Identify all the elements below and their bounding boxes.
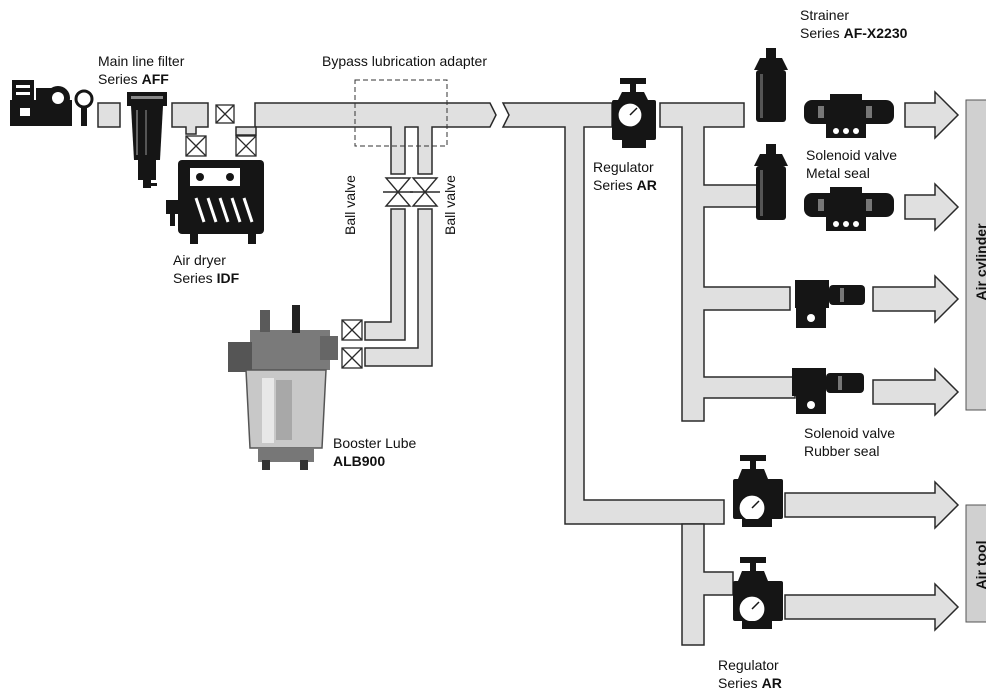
check-valves	[185, 104, 363, 369]
regulator-icon	[733, 455, 783, 527]
booster-model: ALB900	[333, 453, 385, 469]
bypass-adapter-box	[354, 79, 448, 147]
ball-valve-icon	[410, 177, 440, 207]
regulator-icon	[612, 78, 656, 148]
strainer-icon	[754, 48, 788, 122]
pipe-network	[97, 102, 796, 646]
regulator-top-series: Series AR	[593, 177, 657, 193]
air-tool-label: Air tool	[973, 541, 986, 590]
check-valve-icon	[235, 135, 257, 157]
labels: Main line filter Series AFF Bypass lubri…	[98, 7, 908, 691]
regulator-bottom-series: Series AR	[718, 675, 782, 691]
strainer-icon	[754, 144, 788, 220]
check-valve-icon	[185, 135, 207, 157]
air-dryer-series: Series IDF	[173, 270, 240, 286]
branch-cylinder	[659, 102, 796, 422]
pipe-stub-3	[235, 126, 257, 136]
bypass-label: Bypass lubrication adapter	[322, 53, 487, 69]
strainer-series: Series AF-X2230	[800, 25, 908, 41]
arrow-icon	[904, 182, 960, 232]
solenoid-metal-seal: Metal seal	[806, 165, 870, 181]
regulator-bottom-label: Regulator	[718, 657, 779, 673]
air-dryer-label: Air dryer	[173, 252, 226, 268]
main-filter-label: Main line filter	[98, 53, 185, 69]
solenoid-valve-icon	[795, 280, 865, 328]
pipe-stub-1	[97, 102, 121, 128]
arrow-icon	[904, 90, 960, 140]
check-valve-icon	[341, 347, 363, 369]
regulator-top-label: Regulator	[593, 159, 654, 175]
solenoid-rubber-label: Solenoid valve	[804, 425, 895, 441]
booster-label: Booster Lube	[333, 435, 416, 451]
ball-valves	[383, 177, 440, 207]
arrow-icon	[872, 367, 960, 417]
output-arrows	[784, 90, 960, 632]
regulator-icon	[733, 557, 783, 629]
main-filter-series: Series AFF	[98, 71, 169, 87]
riser-left	[364, 208, 406, 341]
arrow-icon	[784, 582, 960, 632]
ball-valve-left-label: Ball valve	[342, 175, 358, 235]
air-tool-bar	[965, 504, 986, 623]
solenoid-valve-icon	[792, 368, 864, 414]
booster-lube-icon	[228, 305, 338, 470]
branch-tool	[681, 523, 734, 646]
air-dryer-icon	[166, 160, 264, 244]
filter-icon	[127, 92, 167, 188]
arrow-icon	[784, 480, 960, 530]
solenoid-valve-icon	[804, 94, 894, 138]
main-pipe	[254, 102, 497, 175]
ball-valve-icon	[383, 177, 413, 207]
compressor-icon	[10, 80, 94, 126]
solenoid-valve-icon	[804, 187, 894, 231]
air-cylinder-bar	[965, 99, 986, 411]
ball-valve-right-label: Ball valve	[442, 175, 458, 235]
solenoid-metal-label: Solenoid valve	[806, 147, 897, 163]
pipe-stub-dryer	[171, 102, 209, 135]
check-valve-icon	[341, 319, 363, 341]
solenoid-rubber-seal: Rubber seal	[804, 443, 880, 459]
check-valve-icon	[215, 104, 235, 124]
strainer-label: Strainer	[800, 7, 849, 23]
arrow-icon	[872, 274, 960, 324]
riser-right	[364, 208, 433, 367]
air-cylinder-label: Air cylinder	[973, 223, 986, 301]
